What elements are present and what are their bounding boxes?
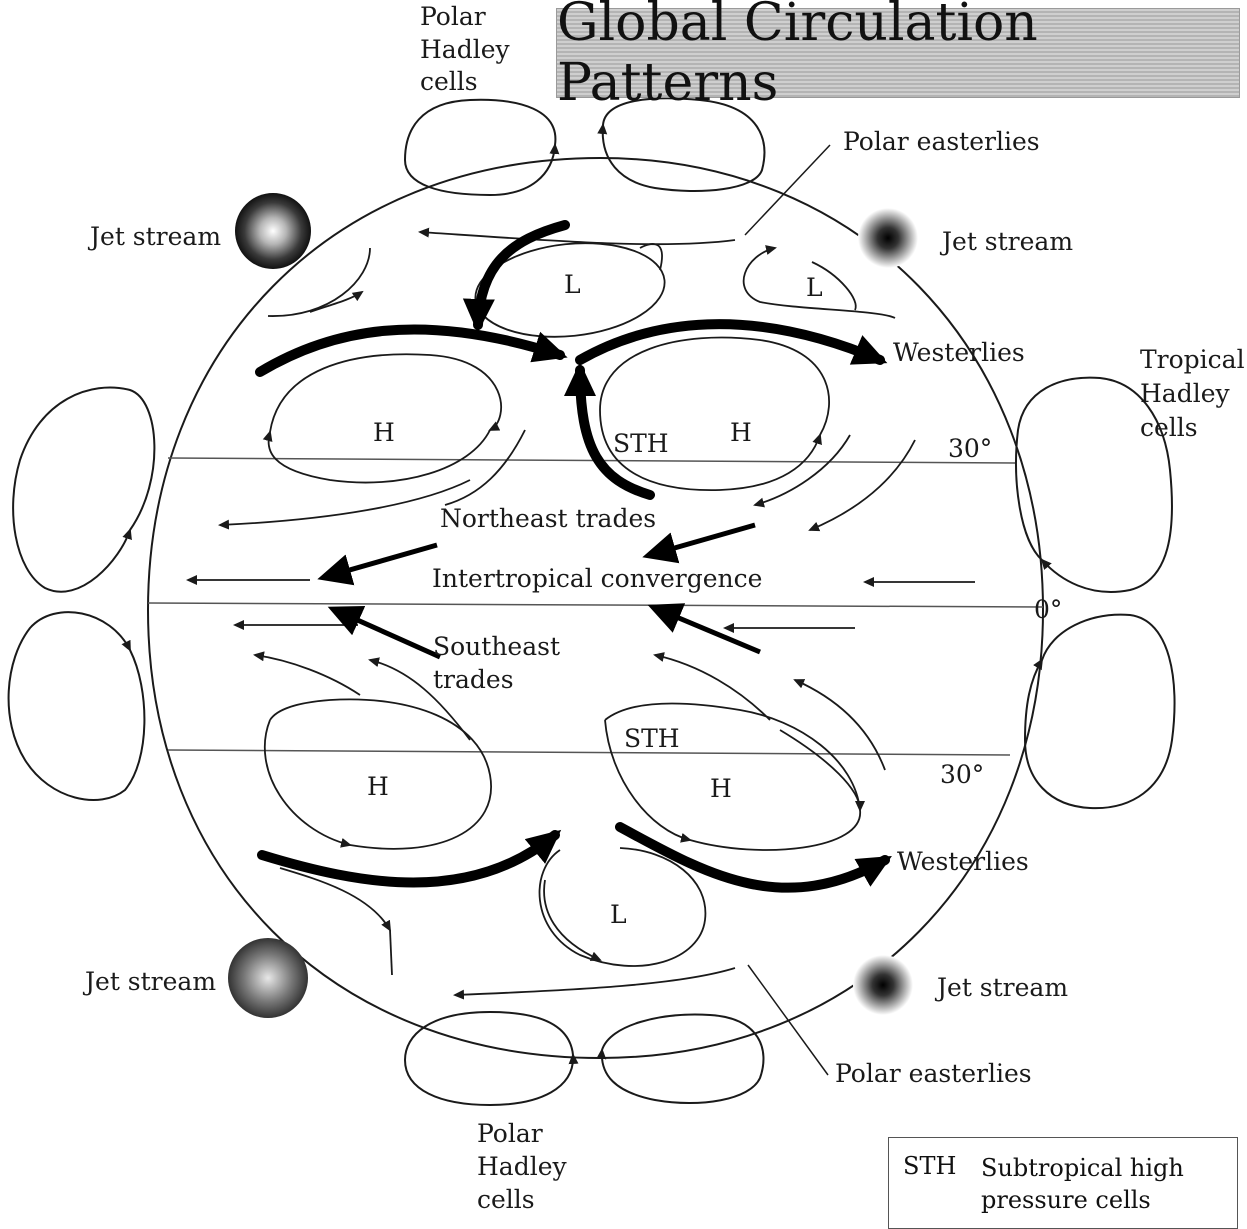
equator-line xyxy=(147,602,1044,608)
label-polar-bottom-1: Polar xyxy=(477,1119,543,1148)
jet-stream-blob-top-left xyxy=(235,193,311,269)
label-latitude-0: 0° xyxy=(1034,595,1062,624)
label-latitude-30s: 30° xyxy=(940,760,984,789)
northern-circulation xyxy=(186,227,975,587)
leader-line-polar-easterlies-top xyxy=(744,144,831,236)
label-polar-top-1: Polar xyxy=(420,2,486,31)
polar-hadley-top-label: Polar Hadley cells xyxy=(420,2,511,96)
label-southeast-trades-2: trades xyxy=(433,665,514,694)
label-polar-bottom-2: Hadley xyxy=(477,1152,568,1181)
jet-stream-blob-bottom-right xyxy=(853,955,913,1015)
label-sth-south: STH xyxy=(624,724,680,753)
globe xyxy=(146,156,1045,1060)
bold-westerly-arrows xyxy=(255,220,892,893)
label-polar-bottom-3: cells xyxy=(477,1185,535,1214)
tropical-hadley-label: Tropical Hadley cells xyxy=(1140,345,1245,442)
label-polar-top-3: cells xyxy=(420,67,478,96)
legend-description: Subtropical high pressure cells xyxy=(981,1152,1231,1216)
legend-description-line2: pressure cells xyxy=(981,1186,1151,1214)
label-westerlies-top: Westerlies xyxy=(893,338,1025,367)
label-polar-easterlies-top: Polar easterlies xyxy=(843,127,1040,156)
label-sth-north: STH xyxy=(613,429,669,458)
trade-wind-arrows xyxy=(317,522,761,660)
label-low-south: L xyxy=(610,900,627,929)
label-tropical-2: Hadley xyxy=(1140,379,1231,408)
legend-description-line1: Subtropical high xyxy=(981,1154,1184,1182)
polar-hadley-cells-bottom xyxy=(403,1010,765,1107)
label-high-nw: H xyxy=(373,418,395,447)
polar-hadley-bottom-label: Polar Hadley cells xyxy=(477,1119,568,1214)
latitude-30n-line xyxy=(167,457,1016,464)
southern-circulation xyxy=(233,620,886,1000)
legend-box: STH Subtropical high pressure cells xyxy=(888,1137,1238,1229)
label-low-north-2: L xyxy=(806,273,823,302)
label-jet-stream-bottom-left: Jet stream xyxy=(82,967,216,996)
label-tropical-3: cells xyxy=(1140,413,1198,442)
tropical-hadley-cells-left xyxy=(7,386,156,801)
label-latitude-30n: 30° xyxy=(948,434,992,463)
label-polar-easterlies-bottom: Polar easterlies xyxy=(835,1059,1032,1088)
label-high-ne: H xyxy=(730,418,752,447)
label-westerlies-bottom: Westerlies xyxy=(897,847,1029,876)
latitude-30s-line xyxy=(167,749,1011,756)
label-jet-stream-top-left: Jet stream xyxy=(87,222,221,251)
label-polar-top-2: Hadley xyxy=(420,35,511,64)
label-intertropical-convergence: Intertropical convergence xyxy=(432,564,762,593)
label-tropical-1: Tropical xyxy=(1140,345,1245,374)
label-northeast-trades: Northeast trades xyxy=(440,504,656,533)
jet-stream-blob-top-right xyxy=(858,208,918,268)
label-high-sw: H xyxy=(367,772,389,801)
leader-line-polar-easterlies-bottom xyxy=(747,964,829,1076)
polar-hadley-cells-top xyxy=(403,97,766,197)
label-high-se: H xyxy=(710,774,732,803)
label-jet-stream-bottom-right: Jet stream xyxy=(934,973,1068,1002)
label-southeast-trades-1: Southeast xyxy=(433,632,560,661)
tropical-hadley-cells-right xyxy=(1015,376,1176,810)
title-banner: Global Circulation Patterns xyxy=(556,0,1240,113)
jet-stream-blob-bottom-left xyxy=(228,938,308,1018)
diagram-title: Global Circulation Patterns xyxy=(557,0,1038,113)
label-low-north-1: L xyxy=(564,270,581,299)
legend-abbreviation: STH xyxy=(903,1152,957,1180)
label-jet-stream-top-right: Jet stream xyxy=(939,227,1073,256)
